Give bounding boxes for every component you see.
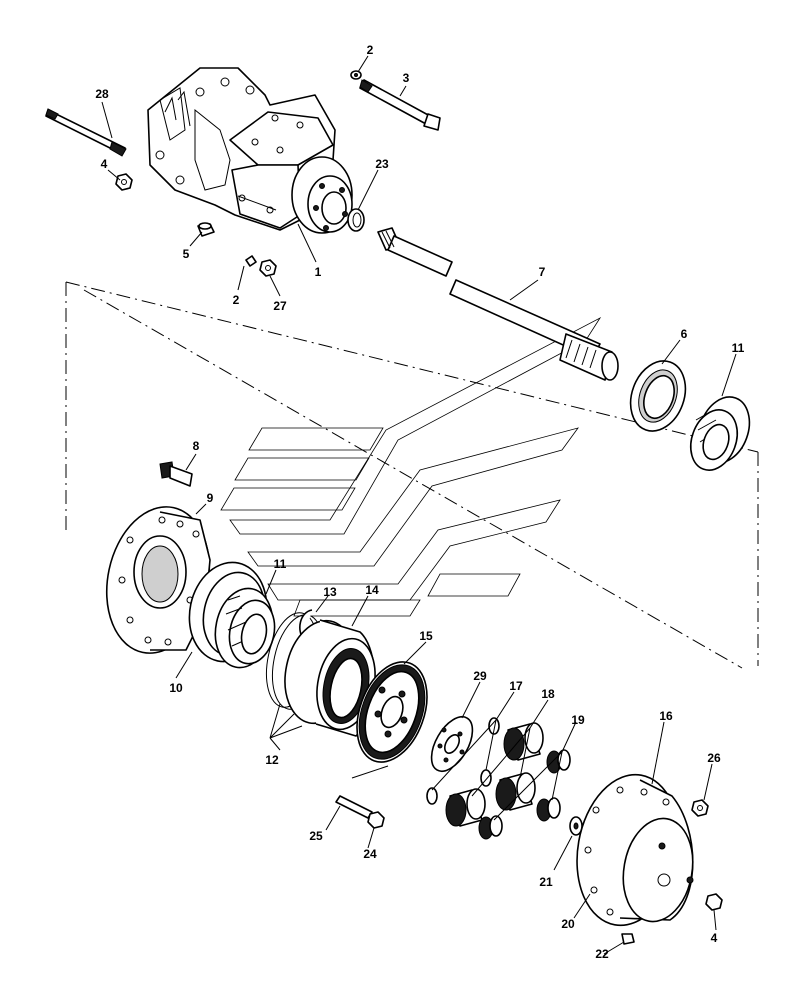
callout-28: 28 [95, 87, 109, 101]
wheel-hub-part-9 [105, 506, 211, 654]
washer-part-2-top [350, 70, 362, 80]
callout-2-top: 2 [367, 43, 374, 57]
callout-29: 29 [473, 669, 487, 683]
callout-10: 10 [169, 681, 183, 695]
ring-gear-carrier-part-15 [356, 661, 428, 763]
callout-19: 19 [571, 713, 585, 727]
callout-1: 1 [315, 265, 322, 279]
callout-13: 13 [323, 585, 337, 599]
nut-part-4-lower [705, 893, 723, 911]
stud-part-25 [335, 795, 373, 819]
callout-6: 6 [681, 327, 688, 341]
callout-16: 16 [659, 709, 673, 723]
bearing-part-11-top [689, 396, 751, 471]
callout-17: 17 [509, 679, 523, 693]
assembly-center-lines [65, 281, 759, 669]
callout-3: 3 [403, 71, 410, 85]
planet-gears-part-18 [445, 722, 544, 827]
callout-5: 5 [183, 247, 190, 261]
callout-26: 26 [707, 751, 721, 765]
callout-7: 7 [539, 265, 546, 279]
callout-4-top: 4 [101, 157, 108, 171]
callout-21: 21 [539, 875, 553, 889]
wheel-stud-part-8 [159, 461, 193, 487]
planet-carrier-part-16 [576, 773, 694, 927]
plug-part-26 [691, 799, 709, 817]
nut-part-4-top [115, 173, 133, 191]
callout-22: 22 [595, 947, 609, 961]
callout-2-lower: 2 [233, 293, 240, 307]
callout-12: 12 [265, 753, 279, 767]
callout-18: 18 [541, 687, 555, 701]
callout-23: 23 [375, 157, 389, 171]
thrust-washer-part-29 [430, 716, 474, 772]
axle-shaft-part-7 [377, 227, 619, 381]
callout-15: 15 [419, 629, 433, 643]
callout-24: 24 [363, 847, 377, 861]
leader-lines [101, 55, 737, 955]
callout-25: 25 [309, 829, 323, 843]
axle-housing [147, 67, 353, 234]
callout-4-lower: 4 [711, 931, 718, 945]
oil-seal-part-6 [629, 360, 687, 432]
seal-ring-part-23 [347, 208, 365, 232]
bolt-part-22 [621, 933, 635, 945]
callout-9: 9 [207, 491, 214, 505]
stud-part-28 [45, 108, 127, 157]
bolt-part-3 [359, 79, 441, 131]
callout-20: 20 [561, 917, 575, 931]
callout-8: 8 [193, 439, 200, 453]
callout-labels: 1 2 2 3 4 4 5 6 7 8 9 10 11 11 12 13 14 … [95, 43, 744, 961]
callout-11-lower: 11 [274, 557, 287, 571]
callout-14: 14 [365, 583, 379, 597]
nut-part-27 [259, 259, 277, 277]
watermark-logo [220, 316, 602, 617]
callout-27: 27 [273, 299, 287, 313]
bearing-part-11-lower [214, 587, 276, 669]
washer-part-2-lower [245, 255, 257, 267]
plug-part-5 [197, 222, 215, 237]
callout-11-top: 11 [732, 341, 745, 355]
nut-part-24 [367, 811, 385, 829]
